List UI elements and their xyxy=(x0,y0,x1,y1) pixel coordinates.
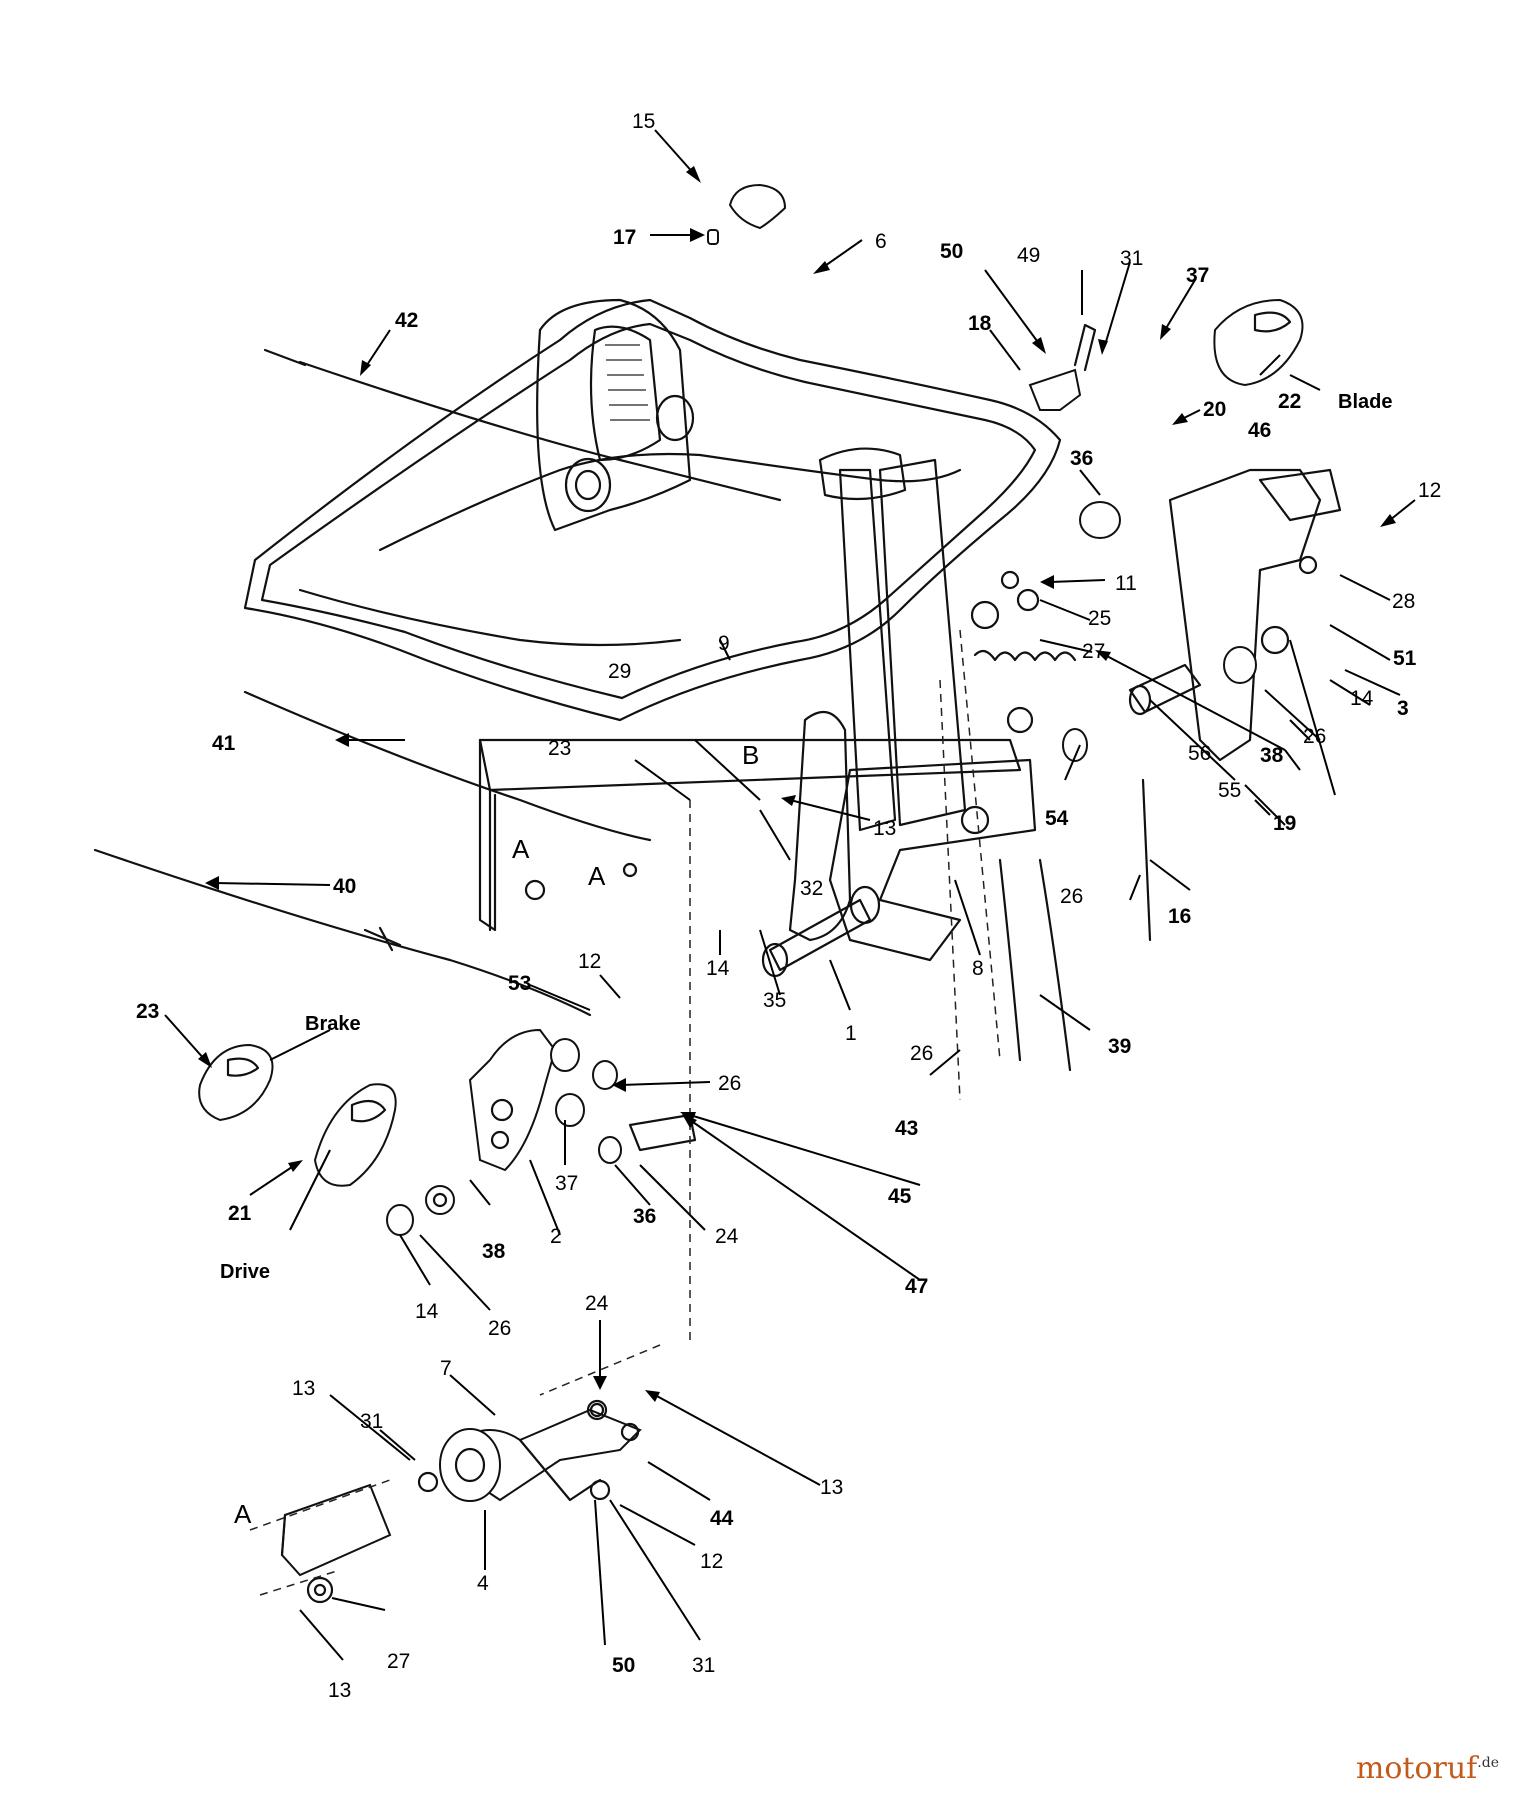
callout-label: 54 xyxy=(1045,807,1069,830)
callout-label: 44 xyxy=(710,1507,734,1530)
callout-label: 31 xyxy=(360,1410,383,1433)
callout-label: 26 xyxy=(910,1042,933,1065)
callout-label: 41 xyxy=(212,732,236,755)
callout-label: 50 xyxy=(940,240,963,263)
callout-label: 7 xyxy=(440,1357,452,1380)
callout-label: 32 xyxy=(800,877,823,900)
callout-label: 39 xyxy=(1108,1035,1131,1058)
watermark-name: motoruf xyxy=(1355,1751,1478,1786)
callout-labels: 15 17 6 50 49 31 37 18 42 22 20 46 36 12… xyxy=(136,110,1441,1702)
site-watermark: motoruf.de xyxy=(1356,1751,1499,1786)
callout-label: 16 xyxy=(1168,905,1191,928)
callout-label: 26 xyxy=(488,1317,511,1340)
callout-label: 3 xyxy=(1397,697,1409,720)
section-label: B xyxy=(742,740,759,770)
callout-label: 4 xyxy=(477,1572,489,1595)
callout-label: 42 xyxy=(395,309,418,332)
callout-label: 35 xyxy=(763,989,786,1012)
callout-label: 28 xyxy=(1392,590,1415,613)
callout-label: 47 xyxy=(905,1275,928,1298)
callout-label: 36 xyxy=(633,1205,656,1228)
callout-label: 14 xyxy=(415,1300,439,1323)
callout-label: 56 xyxy=(1188,742,1211,765)
callout-label: 12 xyxy=(700,1550,723,1573)
frame-assembly xyxy=(243,298,1342,978)
callout-label: 13 xyxy=(292,1377,315,1400)
callout-label: 49 xyxy=(1017,244,1040,267)
callout-label: 6 xyxy=(875,230,887,253)
callout-label: 38 xyxy=(482,1240,506,1263)
section-label: A xyxy=(588,861,606,891)
callout-label: 37 xyxy=(555,1172,578,1195)
callout-label: 8 xyxy=(972,957,984,980)
callout-label: 18 xyxy=(968,312,992,335)
callout-label: 23 xyxy=(548,737,571,760)
callout-label: 14 xyxy=(1350,687,1374,710)
callout-label: 26 xyxy=(1060,885,1083,908)
callout-label: 55 xyxy=(1218,779,1241,802)
callout-label: 50 xyxy=(612,1654,635,1677)
section-markers: A B A A xyxy=(234,740,759,1529)
callout-label: 22 xyxy=(1278,390,1301,413)
brake-label: Brake xyxy=(305,1013,361,1035)
watermark-suffix: .de xyxy=(1477,1755,1499,1771)
callout-label: 27 xyxy=(387,1650,410,1673)
leader-lines xyxy=(164,129,1416,1661)
callout-label: 25 xyxy=(1088,607,1111,630)
callout-label: 13 xyxy=(820,1476,843,1499)
right-hardware xyxy=(970,501,1318,942)
callout-label: 13 xyxy=(328,1679,351,1702)
callout-label: 23 xyxy=(136,1000,159,1023)
callout-label: 12 xyxy=(578,950,601,973)
callout-label: 46 xyxy=(1248,419,1271,442)
callout-label: 43 xyxy=(895,1117,918,1140)
section-label: A xyxy=(512,834,530,864)
callout-label: 31 xyxy=(1120,247,1143,270)
callout-label: 38 xyxy=(1260,744,1284,767)
callout-label: 2 xyxy=(550,1225,562,1248)
callout-label: 21 xyxy=(228,1202,252,1225)
callout-label: 51 xyxy=(1393,647,1417,670)
callout-label: 11 xyxy=(1115,572,1137,595)
callout-label: 24 xyxy=(585,1292,609,1315)
callout-label: 37 xyxy=(1186,264,1209,287)
callout-label: 29 xyxy=(608,660,631,683)
callout-label: 24 xyxy=(715,1225,739,1248)
callout-label: 17 xyxy=(613,226,636,249)
cables xyxy=(93,348,1072,1101)
section-label: A xyxy=(234,1499,252,1529)
handle-covers xyxy=(198,183,1304,1187)
callout-label: 53 xyxy=(508,972,531,995)
function-labels: Blade Brake Drive xyxy=(220,391,1392,1283)
callout-label: 27 xyxy=(1082,640,1105,663)
callout-label: 15 xyxy=(632,110,655,133)
blade-label: Blade xyxy=(1338,391,1392,413)
drive-label: Drive xyxy=(220,1261,270,1283)
callout-label: 45 xyxy=(888,1185,912,1208)
callout-label: 1 xyxy=(845,1022,857,1045)
callout-label: 31 xyxy=(692,1654,715,1677)
callout-label: 40 xyxy=(333,875,356,898)
callout-label: 9 xyxy=(718,632,730,655)
callout-label: 20 xyxy=(1203,398,1226,421)
callout-label: 26 xyxy=(1303,725,1326,748)
callout-label: 12 xyxy=(1418,479,1441,502)
lower-linkage xyxy=(249,800,697,1604)
callout-label: 26 xyxy=(718,1072,741,1095)
callout-label: 13 xyxy=(873,817,896,840)
callout-label: 14 xyxy=(706,957,730,980)
callout-label: 19 xyxy=(1273,812,1296,835)
callout-label: 36 xyxy=(1070,447,1093,470)
